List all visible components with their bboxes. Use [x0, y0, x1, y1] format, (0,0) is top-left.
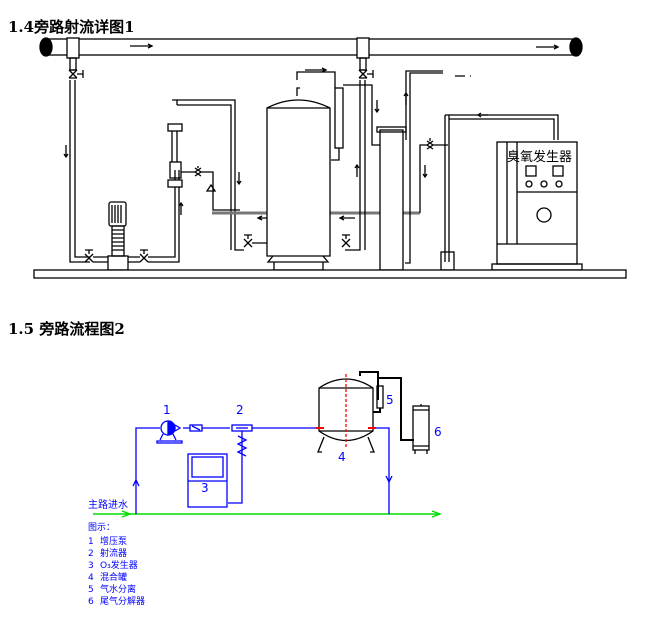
- booster-pump: [107, 201, 129, 271]
- legend-num-6: 6: [88, 597, 94, 607]
- pipe-end-right: [569, 37, 583, 57]
- pipe-end-left: [39, 37, 53, 57]
- diagram1-title: 1.4旁路射流详图1: [8, 18, 135, 36]
- legend-num-1: 1: [88, 537, 94, 547]
- valves-base: [84, 170, 184, 263]
- flow-arrow-icon: [536, 44, 560, 50]
- ozone-generator: 臭氧发生器: [491, 141, 583, 271]
- gas-water-separator: [331, 87, 344, 161]
- legend-text-6: 尾气分解器: [100, 595, 145, 607]
- ejector-2: [228, 424, 253, 504]
- ejector-loop: [167, 99, 267, 251]
- legend-text-3: O₃发生器: [100, 559, 138, 571]
- flow-arrow-icon: [338, 215, 355, 221]
- legend-num-2: 2: [88, 549, 94, 559]
- component-number-2: 2: [236, 403, 244, 417]
- flow-arrow-icon: [130, 43, 154, 49]
- legend-text-2: 射流器: [100, 547, 127, 559]
- legend-num-3: 3: [88, 561, 94, 571]
- main-inlet-label: 主路进水: [88, 498, 128, 511]
- legend-num-4: 4: [88, 573, 94, 583]
- legend-num-5: 5: [88, 585, 94, 595]
- component-number-5: 5: [386, 393, 394, 407]
- diagram2-title: 1.5 旁路流程图2: [8, 320, 125, 338]
- component-number-6: 6: [434, 425, 442, 439]
- check-valve: [189, 424, 203, 432]
- component-number-1: 1: [163, 403, 171, 417]
- mixing-tank: [266, 67, 336, 271]
- tail-gas-column: [376, 70, 471, 271]
- main-pipe: [39, 37, 583, 57]
- ozone-generator-3: [187, 453, 228, 508]
- legend-text-4: 混合罐: [100, 571, 127, 583]
- tail-gas-destructor-6: [412, 404, 430, 454]
- component-number-3: 3: [201, 481, 209, 495]
- bypass-jet-detail-drawing: 臭氧发生器: [33, 37, 627, 279]
- skid-base: [33, 269, 627, 279]
- mixing-tank-4: [316, 371, 414, 453]
- right-takeoff: [341, 37, 380, 251]
- left-takeoff: [63, 37, 90, 263]
- legend-title: 图示：: [88, 522, 115, 533]
- pump-1: [156, 420, 183, 444]
- legend: 图示： 1 增压泵 2 射流器 3 O₃发生器 4 混合罐 5 气水分离 6 尾…: [88, 522, 145, 607]
- ozone-generator-label: 臭氧发生器: [507, 149, 572, 165]
- legend-text-1: 增压泵: [100, 535, 127, 547]
- legend-text-5: 气水分离: [100, 583, 136, 595]
- component-number-4: 4: [338, 450, 346, 464]
